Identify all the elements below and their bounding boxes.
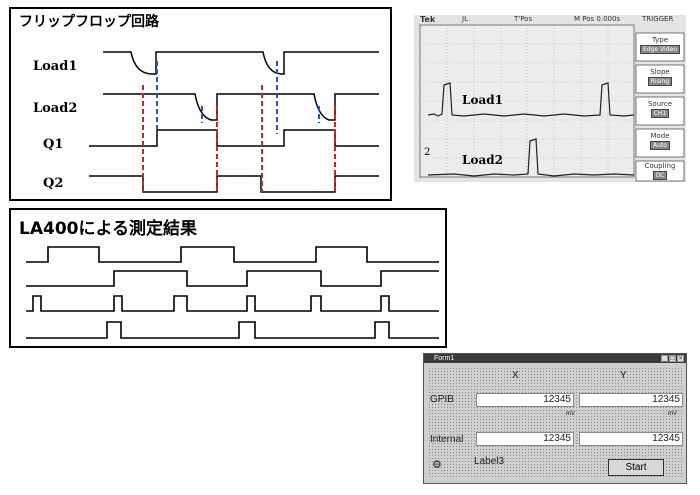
scope-mpos: M Pos 0.000s — [574, 15, 621, 23]
scope-menu-coupling-label: Coupling — [644, 162, 676, 170]
flipflop-waveforms — [89, 51, 379, 193]
signal-label-load2: Load2 — [33, 101, 78, 116]
internal-y-field[interactable]: 12345 — [579, 432, 683, 446]
scope-brand: Tek — [420, 15, 436, 24]
la-waveform-ch1 — [26, 246, 439, 263]
scope-menu-slope-value: Rising — [647, 77, 673, 86]
close-icon[interactable]: × — [677, 355, 684, 362]
gpib-x-unit: mV — [566, 411, 575, 417]
scope-trigger-title: TRIGGER — [642, 15, 674, 23]
la400-waveforms — [26, 246, 439, 339]
signal-label-q1: Q1 — [43, 137, 64, 152]
la-waveform-ch3 — [26, 295, 439, 312]
scope-menu-coupling-value: DC — [652, 171, 668, 180]
scope-label-load2: Load2 — [462, 153, 503, 167]
la400-measurement-panel: LA400による測定結果 — [9, 208, 447, 348]
scope-menu-mode-value: Auto — [650, 141, 670, 150]
waveform-load2 — [103, 93, 379, 121]
row-label-gpib: GPIB — [430, 394, 454, 405]
scope-trace-load2 — [427, 138, 635, 177]
scope-trace-load1 — [427, 82, 635, 117]
scope-menu-mode-label: Mode — [650, 132, 670, 140]
waveform-load1 — [103, 51, 379, 75]
signal-label-load1: Load1 — [33, 59, 78, 74]
measurement-dialog-window: Form1 _ □ × X Y GPIB 12345 12345 mV mV I… — [423, 353, 687, 484]
gpib-x-field[interactable]: 12345 — [476, 393, 574, 407]
dialog-titlebar[interactable]: Form1 _ □ × — [424, 354, 686, 363]
scope-menu-type-value: Edge Video — [640, 45, 680, 54]
maximize-icon[interactable]: □ — [669, 355, 676, 362]
scope-menu-source-label: Source — [647, 100, 673, 108]
minimize-icon[interactable]: _ — [661, 355, 668, 362]
la-waveform-ch2 — [26, 270, 439, 287]
column-header-y: Y — [620, 370, 627, 381]
gear-icon[interactable]: ⚙ — [432, 459, 442, 471]
footer-label: Label3 — [474, 456, 505, 467]
scope-grid-traces — [419, 24, 685, 182]
signal-label-q2: Q2 — [43, 176, 64, 191]
flipflop-timing-panel: フリップフロップ回路 Load1 Load2 Q1 Q2 — [9, 7, 392, 201]
internal-x-field[interactable]: 12345 — [476, 432, 574, 446]
scope-menu-source-value: CH1 — [650, 109, 670, 118]
column-header-x: X — [512, 370, 519, 381]
scope-tpos: T'Pos — [514, 15, 533, 23]
scope-menu-slope-label: Slope — [650, 68, 670, 76]
start-button[interactable]: Start — [608, 459, 664, 476]
scope-menu-type-label: Type — [651, 36, 669, 44]
gpib-y-unit: mV — [668, 411, 677, 417]
la400-panel-title: LA400による測定結果 — [19, 219, 197, 239]
scope-channel2-marker: 2 — [424, 147, 431, 158]
gpib-y-field[interactable]: 12345 — [579, 393, 683, 407]
scope-trigger-state: JL — [462, 15, 468, 23]
row-label-internal: Internal — [430, 434, 464, 445]
dialog-title: Form1 — [434, 355, 455, 362]
flipflop-panel-title: フリップフロップ回路 — [19, 14, 159, 30]
scope-label-load1: Load1 — [462, 93, 503, 107]
la-waveform-ch4 — [26, 321, 439, 339]
